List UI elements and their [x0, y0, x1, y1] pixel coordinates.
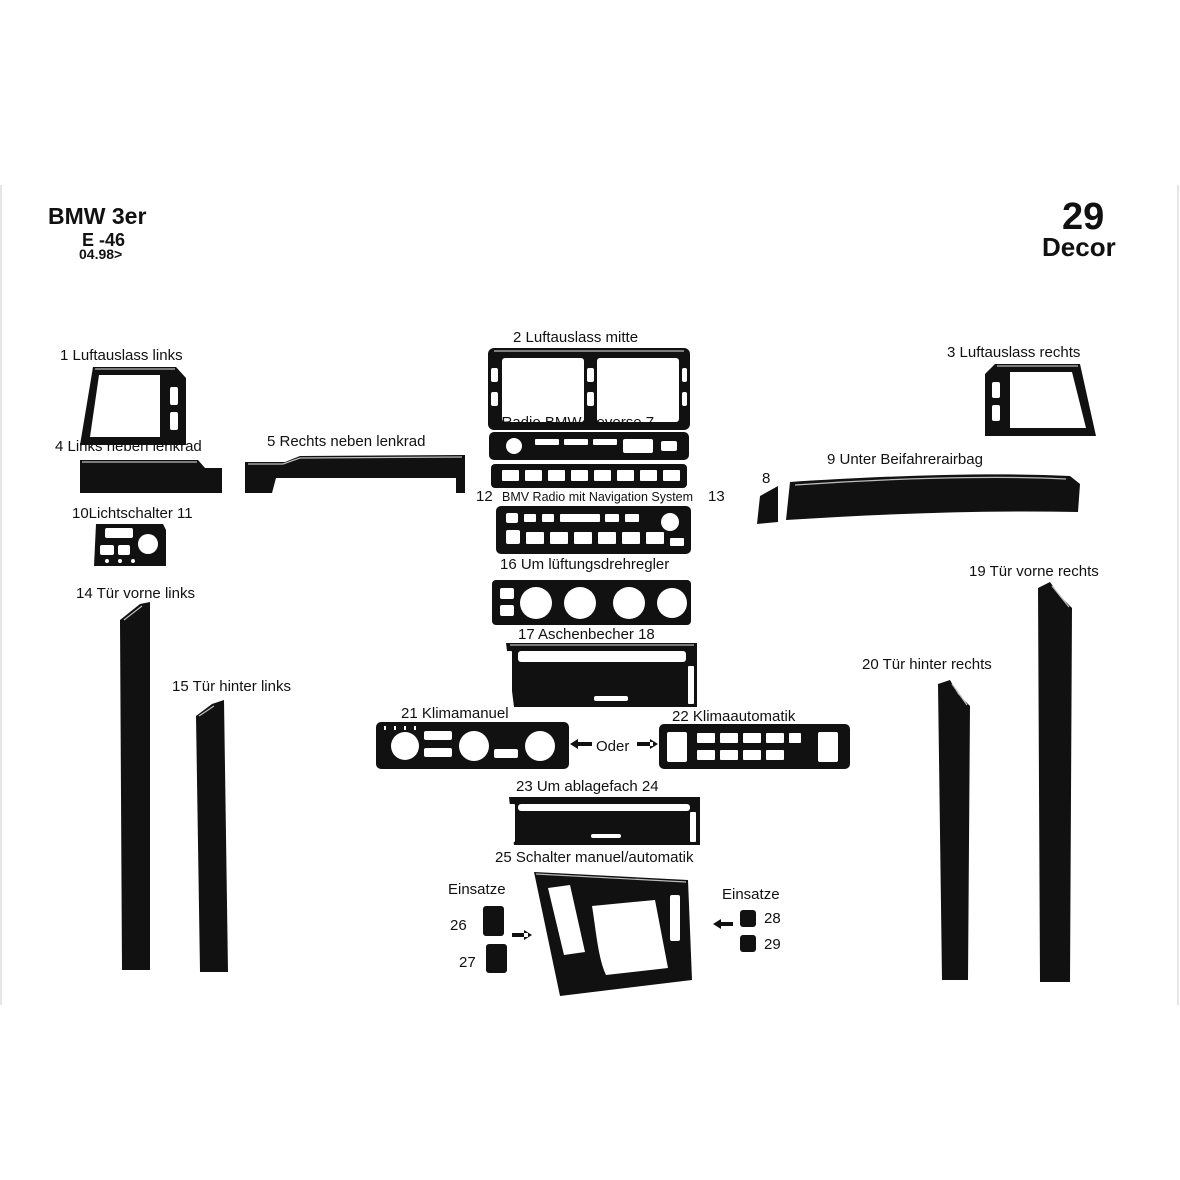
label-part-9: 9 Unter Beifahrerairbag [827, 451, 983, 468]
part-26-insert [483, 906, 504, 936]
label-part-13: 13 [708, 488, 725, 505]
part-10-11-light-switch [94, 524, 166, 566]
label-part-22: 22 Klimaautomatik [672, 708, 796, 725]
series-label: E -46 [82, 230, 126, 250]
label-oder: Oder [596, 738, 630, 755]
label-part-8: 8 [762, 470, 771, 487]
part-22-auto-climate [659, 724, 850, 769]
part-3-vent-right [985, 364, 1096, 436]
right-insert-arrow [713, 919, 733, 929]
label-part-4: 4 Links neben lenkrad [55, 438, 202, 455]
date-label: 04.98> [79, 246, 123, 262]
label-part-17-18: 17 Aschenbecher 18 [518, 626, 655, 643]
model-title: BMW 3er [48, 203, 147, 229]
part-20-door-rear-right [938, 680, 970, 980]
label-part-26: 26 [450, 917, 467, 934]
label-part-12: 12 [476, 488, 493, 505]
label-part-1: 1 Luftauslass links [60, 347, 183, 364]
part-29-insert [740, 935, 756, 952]
part-2-vent-center [488, 348, 690, 430]
decor-number: 29 [1062, 196, 1105, 238]
decor-word: Decor [1042, 232, 1116, 262]
oder-arrows [570, 739, 658, 749]
part-9-under-passenger-airbag [786, 474, 1080, 520]
label-part-28: 28 [764, 910, 781, 927]
part-8-small-strip [757, 486, 778, 524]
label-part-15: 15 Tür hinter links [172, 678, 291, 695]
part-21-manual-climate [376, 722, 569, 769]
label-part-27: 27 [459, 954, 476, 971]
part-19-door-front-right [1038, 582, 1072, 982]
part-14-door-front-left [120, 602, 150, 970]
part-6-7-radio-reverse [489, 432, 689, 488]
label-part-12-text: BMV Radio mit Navigation System [502, 490, 694, 504]
part-1-vent-left [80, 367, 186, 445]
left-insert-arrow [512, 930, 532, 940]
label-part-3: 3 Luftauslass rechts [947, 344, 1081, 361]
part-15-door-rear-left [196, 700, 228, 972]
part-5-right-of-steering [245, 455, 465, 493]
label-part-29: 29 [764, 936, 781, 953]
label-part-16: 16 Um lüftungsdrehregler [500, 556, 670, 573]
label-part-10-11: 10Lichtschalter 11 [72, 505, 193, 522]
part-27-insert [486, 944, 507, 973]
part-28-insert [740, 910, 756, 927]
label-einsatze-right: Einsatze [722, 886, 780, 903]
label-part-20: 20 Tür hinter rechts [862, 656, 992, 673]
part-4-left-of-steering [80, 460, 222, 493]
part-16-ventilation-knobs [492, 580, 691, 625]
part-25-gear-shift-surround [534, 872, 692, 996]
label-part-19: 19 Tür vorne rechts [969, 563, 1099, 580]
part-12-13-radio-navigation [496, 506, 691, 554]
label-part-14: 14 Tür vorne links [76, 585, 195, 602]
part-23-24-storage-tray [509, 797, 700, 845]
label-einsatze-left: Einsatze [448, 881, 506, 898]
label-part-21: 21 Klimamanuel [401, 705, 509, 722]
part-17-18-ashtray [506, 643, 697, 707]
label-part-23-24: 23 Um ablagefach 24 [516, 778, 659, 795]
label-part-6-7: 6 Radio BMW Reverse 7 [489, 414, 655, 431]
label-part-5: 5 Rechts neben lenkrad [267, 433, 426, 450]
label-part-25: 25 Schalter manuel/automatik [495, 849, 694, 866]
label-part-2: 2 Luftauslass mitte [513, 329, 639, 346]
